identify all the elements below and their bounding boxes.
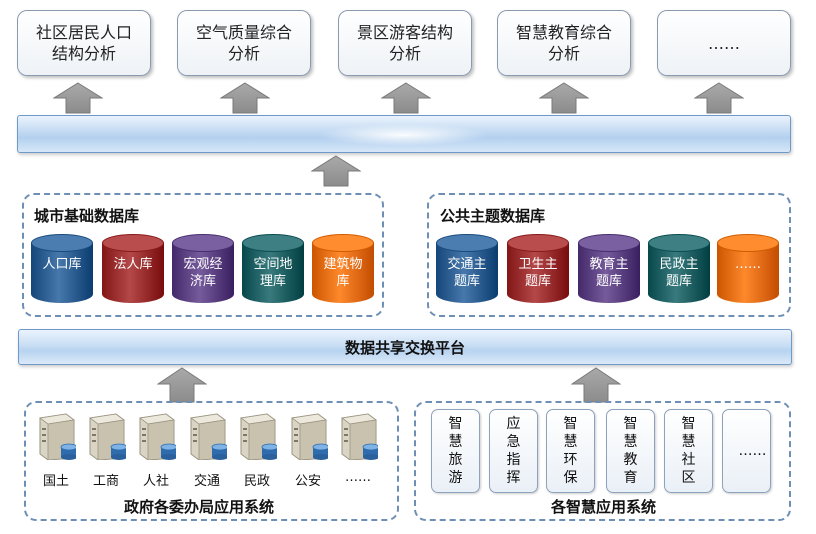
up-arrow-icon [157, 367, 207, 403]
analysis-box-label: 社区居民人口结构分析 [35, 23, 132, 63]
exchange-platform-bar: 数据共享交换平台 [18, 329, 792, 365]
database-cylinder-icon: 教育主题库 [578, 234, 640, 312]
up-arrow-icon [311, 155, 361, 187]
analysis-box-population: 社区居民人口结构分析 [17, 10, 151, 76]
gov-system-label: 工商 [92, 474, 119, 489]
smart-app-label: 智慧环保 [563, 416, 578, 486]
cylinder-top [648, 234, 710, 252]
database-label: 民政主题库 [659, 257, 699, 289]
analysis-box-label: …… [708, 33, 740, 53]
bar-glow [318, 124, 488, 146]
smart-app-box: 应急指挥 [489, 409, 538, 493]
server-icon [290, 413, 328, 460]
database-label: 卫生主题库 [518, 257, 558, 289]
database-cylinder-icon: 卫生主题库 [507, 234, 569, 312]
gov-systems-group [24, 401, 399, 521]
database-label: 法人库 [113, 257, 153, 272]
smart-app-box: …… [722, 409, 771, 493]
smart-app-label: 应急指挥 [506, 416, 521, 486]
exchange-platform-label: 数据共享交换平台 [344, 338, 465, 357]
smart-app-box: 智慧教育 [606, 409, 655, 493]
up-arrow-icon [539, 82, 589, 114]
database-label: 教育主题库 [589, 257, 629, 289]
database-cylinder-icon: 人口库 [31, 234, 93, 312]
analysis-box-label: 空气质量综合分析 [195, 23, 292, 63]
database-cylinder-icon: …… [717, 234, 779, 312]
smart-app-box: 智慧旅游 [431, 409, 480, 493]
gov-systems-title: 政府各委办局应用系统 [124, 498, 275, 516]
gov-system-label: …… [345, 470, 371, 485]
cylinder-body [31, 243, 93, 303]
cylinder-top [102, 234, 164, 252]
database-label: 宏观经济库 [183, 257, 223, 289]
cylinder-body [312, 243, 374, 303]
analysis-box-label: 智慧教育综合分析 [515, 23, 612, 63]
public-db-group [427, 193, 791, 317]
server-icon [340, 413, 378, 460]
cylinder-top [242, 234, 304, 252]
data-service-bar [17, 115, 791, 153]
smart-app-label: 智慧旅游 [448, 416, 463, 486]
gov-system-label: 民政 [243, 474, 270, 489]
cylinder-top [436, 234, 498, 252]
database-cylinder-icon: 法人库 [102, 234, 164, 312]
server-icon [38, 413, 76, 460]
cylinder-body [172, 243, 234, 303]
analysis-box-education: 智慧教育综合分析 [497, 10, 631, 76]
up-arrow-icon [220, 82, 270, 114]
up-arrow-icon [571, 367, 621, 403]
smart-app-label: 智慧社区 [681, 416, 696, 486]
server-icon [239, 413, 277, 460]
city-db-title: 城市基础数据库 [34, 207, 140, 225]
smart-apps-group [414, 401, 791, 521]
analysis-box-more: …… [657, 10, 791, 76]
up-arrow-icon [694, 82, 744, 114]
gov-system-label: 交通 [193, 474, 220, 489]
public-db-title: 公共主题数据库 [440, 207, 546, 225]
server-icon [88, 413, 126, 460]
cylinder-body [717, 243, 779, 303]
smart-app-label: 智慧教育 [623, 416, 638, 486]
gov-system-label: 公安 [294, 474, 321, 489]
cylinder-body [102, 243, 164, 303]
smart-app-box: 智慧环保 [546, 409, 595, 493]
cylinder-top [172, 234, 234, 252]
database-label: …… [735, 257, 761, 272]
up-arrow-icon [53, 82, 103, 114]
cylinder-body [507, 243, 569, 303]
database-cylinder-icon: 建筑物库 [312, 234, 374, 312]
analysis-box-air-quality: 空气质量综合分析 [177, 10, 311, 76]
cylinder-body [578, 243, 640, 303]
database-cylinder-icon: 交通主题库 [436, 234, 498, 312]
database-label: 建筑物库 [323, 257, 363, 289]
cylinder-top [578, 234, 640, 252]
gov-system-label: 人社 [142, 474, 169, 489]
cylinder-body [648, 243, 710, 303]
cylinder-top [312, 234, 374, 252]
database-cylinder-icon: 空间地理库 [242, 234, 304, 312]
database-label: 交通主题库 [447, 257, 487, 289]
cylinder-top [717, 234, 779, 252]
server-icon [138, 413, 176, 460]
city-db-group [22, 193, 384, 317]
smart-app-box: 智慧社区 [664, 409, 713, 493]
analysis-box-tourist: 景区游客结构分析 [338, 10, 472, 76]
server-icon [189, 413, 227, 460]
smart-app-label: …… [738, 443, 767, 459]
gov-system-label: 国土 [42, 474, 69, 489]
analysis-box-label: 景区游客结构分析 [356, 23, 453, 63]
cylinder-top [507, 234, 569, 252]
smart-apps-title: 各智慧应用系统 [551, 498, 657, 516]
cylinder-body [436, 243, 498, 303]
database-label: 空间地理库 [253, 257, 293, 289]
database-cylinder-icon: 宏观经济库 [172, 234, 234, 312]
database-label: 人口库 [42, 257, 82, 272]
cylinder-top [31, 234, 93, 252]
cylinder-body [242, 243, 304, 303]
up-arrow-icon [381, 82, 431, 114]
database-cylinder-icon: 民政主题库 [648, 234, 710, 312]
